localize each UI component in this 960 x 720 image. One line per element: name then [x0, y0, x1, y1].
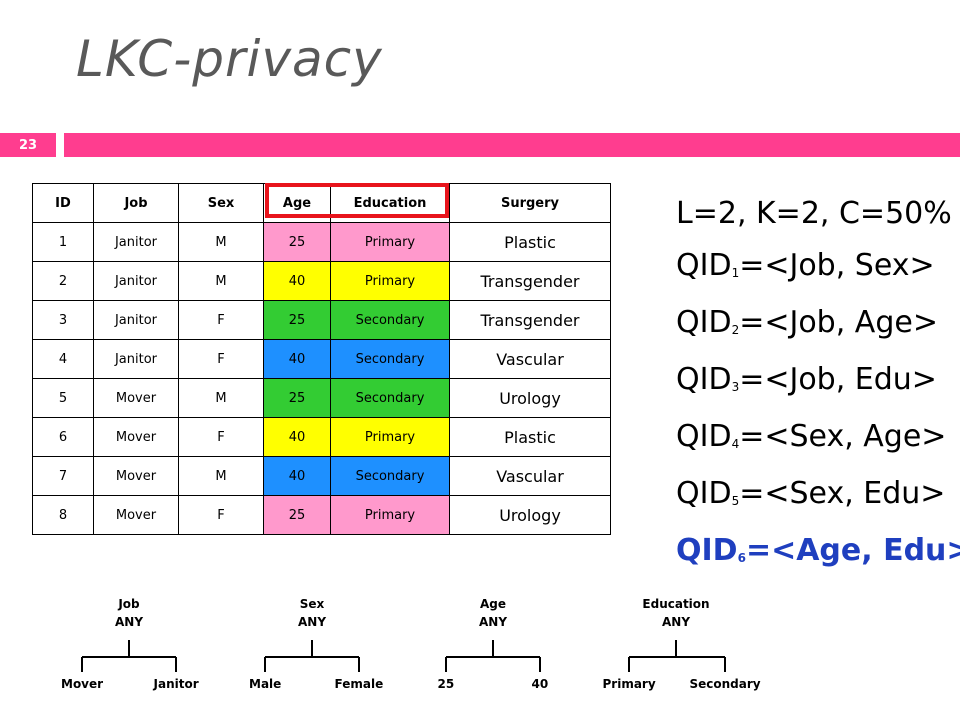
- cell-job: Mover: [93, 417, 179, 457]
- taxonomy-leaf-right: Janitor: [153, 677, 199, 691]
- taxonomy-leaf-left: Primary: [602, 677, 656, 691]
- qid-prefix: QID: [676, 248, 732, 283]
- qid-5: QID5=<Sex, Edu>: [676, 468, 960, 525]
- taxonomy-leaf-right: 40: [531, 677, 549, 691]
- qid-prefix: QID: [676, 305, 732, 340]
- qid-prefix: QID: [676, 362, 732, 397]
- cell-age: 40: [263, 261, 331, 301]
- qid-subscript: 2: [731, 323, 740, 337]
- cell-surgery: Transgender: [449, 300, 611, 340]
- slide-title: LKC-privacy: [76, 30, 383, 88]
- cell-age: 25: [263, 300, 331, 340]
- cell-sex: F: [178, 339, 264, 379]
- cell-id: 6: [32, 417, 94, 457]
- cell-sex: F: [178, 417, 264, 457]
- header-bar: [64, 133, 960, 157]
- cell-job: Janitor: [93, 300, 179, 340]
- taxonomy-leaf-right: Secondary: [689, 677, 761, 691]
- qid-subscript: 4: [731, 437, 740, 451]
- taxonomy-leaf-left: Mover: [61, 677, 104, 691]
- cell-sex: M: [178, 456, 264, 496]
- qid-1: QID1=<Job, Sex>: [676, 240, 960, 297]
- taxonomy-name: Age: [479, 597, 506, 611]
- taxonomy-leaf-right: Female: [334, 677, 384, 691]
- lkc-parameters: L=2, K=2, C=50%: [676, 196, 952, 231]
- cell-education: Secondary: [330, 378, 450, 418]
- taxonomy-name: Education: [642, 597, 710, 611]
- cell-education: Secondary: [330, 300, 450, 340]
- cell-education: Primary: [330, 261, 450, 301]
- qid-attributes: =<Job, Age>: [739, 305, 938, 340]
- cell-education: Primary: [330, 495, 450, 535]
- taxonomy-root-value: ANY: [297, 615, 327, 629]
- cell-surgery: Urology: [449, 378, 611, 418]
- qid-prefix: QID: [676, 533, 738, 568]
- cell-surgery: Urology: [449, 495, 611, 535]
- qid-attributes: =<Sex, Age>: [739, 419, 947, 454]
- qid-subscript: 1: [731, 266, 740, 280]
- qid-attributes: =<Job, Sex>: [739, 248, 935, 283]
- cell-age: 40: [263, 456, 331, 496]
- cell-job: Janitor: [93, 339, 179, 379]
- cell-age: 40: [263, 417, 331, 457]
- qid-attributes: =<Sex, Edu>: [739, 476, 946, 511]
- cell-surgery: Vascular: [449, 456, 611, 496]
- taxonomy-root-value: ANY: [661, 615, 691, 629]
- qid-2: QID2=<Job, Age>: [676, 297, 960, 354]
- cell-sex: F: [178, 300, 264, 340]
- cell-age: 40: [263, 339, 331, 379]
- qid-prefix: QID: [676, 476, 732, 511]
- qid-subscript: 5: [731, 494, 740, 508]
- taxonomy-leaf-left: 25: [437, 677, 455, 691]
- slide-number: 23: [0, 133, 56, 157]
- cell-job: Janitor: [93, 261, 179, 301]
- cell-id: 7: [32, 456, 94, 496]
- parameters-panel: L=2, K=2, C=50% QID1=<Job, Sex>QID2=<Job…: [676, 188, 960, 582]
- qid-subscript: 6: [737, 551, 746, 565]
- header-surgery: Surgery: [449, 183, 611, 223]
- cell-surgery: Plastic: [449, 222, 611, 262]
- qid-6: QID6=<Age, Edu>: [676, 525, 960, 582]
- qid-prefix: QID: [676, 419, 732, 454]
- taxonomy-name: Sex: [299, 597, 325, 611]
- qid-attributes: =<Job, Edu>: [739, 362, 937, 397]
- cell-job: Mover: [93, 495, 179, 535]
- cell-job: Mover: [93, 378, 179, 418]
- cell-sex: M: [178, 222, 264, 262]
- taxonomy-root-value: ANY: [478, 615, 508, 629]
- qid-3: QID3=<Job, Edu>: [676, 354, 960, 411]
- cell-id: 2: [32, 261, 94, 301]
- cell-age: 25: [263, 222, 331, 262]
- cell-id: 3: [32, 300, 94, 340]
- age-education-highlight-box: [265, 183, 449, 218]
- qid-4: QID4=<Sex, Age>: [676, 411, 960, 468]
- taxonomy-name: Job: [118, 597, 140, 611]
- cell-age: 25: [263, 495, 331, 535]
- cell-education: Secondary: [330, 339, 450, 379]
- qid-attributes: =<Age, Edu>: [745, 533, 960, 568]
- taxonomy-leaf-left: Male: [249, 677, 282, 691]
- taxonomy-root-value: ANY: [114, 615, 144, 629]
- cell-education: Primary: [330, 417, 450, 457]
- cell-sex: F: [178, 495, 264, 535]
- cell-age: 25: [263, 378, 331, 418]
- cell-surgery: Transgender: [449, 261, 611, 301]
- qid-subscript: 3: [731, 380, 740, 394]
- header-sex: Sex: [178, 183, 264, 223]
- cell-job: Mover: [93, 456, 179, 496]
